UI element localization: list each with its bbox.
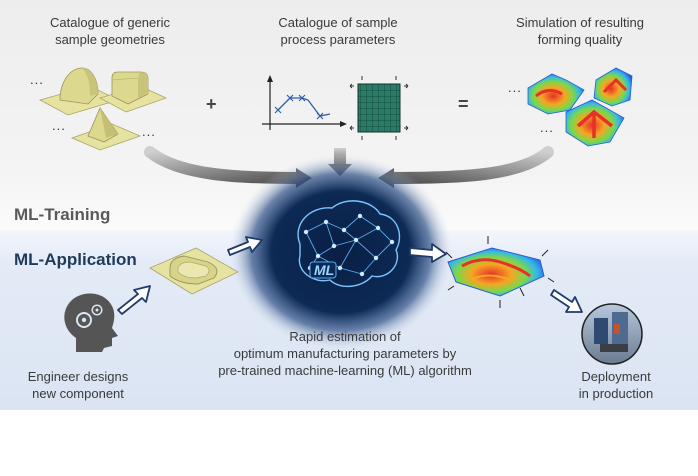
rapid-estimation-text: Rapid estimation of optimum manufacturin… (218, 329, 472, 378)
engineer-caption: Engineer designs new component (10, 368, 146, 402)
ml-badge: ML (314, 262, 335, 278)
catalogue-geometries-label: Catalogue of generic sample geometries (20, 14, 200, 48)
brain-network-icon (297, 200, 401, 287)
ellipsis-geom-1: ... (30, 72, 44, 87)
simulation-quality-text: Simulation of resulting forming quality (516, 15, 644, 47)
new-component-illustration (149, 247, 239, 295)
deployment-caption: Deployment in production (556, 368, 676, 402)
engineer-text: Engineer designs new component (27, 369, 129, 401)
ml-application-heading: ML-Application (14, 250, 137, 269)
ellipsis-sim-1: ... (508, 80, 522, 95)
rapid-estimation-caption: Rapid estimation of optimum manufacturin… (200, 328, 490, 379)
ellipsis-geom-2: ... (52, 118, 66, 133)
catalogue-geometries-text: Catalogue of generic sample geometries (50, 15, 170, 47)
engineer-head-gear-icon (64, 293, 118, 352)
factory-photo-icon (581, 303, 643, 365)
ml-algorithm-glow (229, 154, 453, 350)
ellipsis-geom-3: ... (142, 124, 156, 139)
ellipsis-sim-2: ... (540, 120, 554, 135)
application-simulation-result (445, 236, 555, 308)
process-parameter-chart-illustration (262, 75, 347, 130)
application-flow-arrows (117, 236, 583, 315)
sample-geometries-illustration (38, 67, 168, 151)
ml-training-heading: ML-Training (14, 205, 111, 224)
catalogue-parameters-label: Catalogue of sample process parameters (248, 14, 428, 48)
catalogue-parameters-text: Catalogue of sample process parameters (278, 15, 398, 47)
simulation-results-illustration (527, 67, 633, 147)
simulation-quality-label: Simulation of resulting forming quality (490, 14, 670, 48)
deployment-text: Deployment in production (578, 369, 654, 401)
equals-operator: = (458, 94, 469, 114)
plus-operator: + (206, 94, 217, 114)
sheet-mesh-illustration (349, 76, 409, 140)
